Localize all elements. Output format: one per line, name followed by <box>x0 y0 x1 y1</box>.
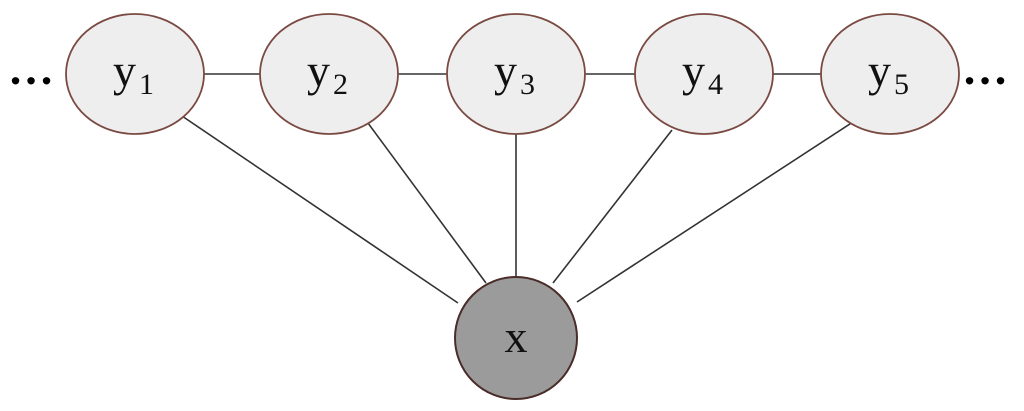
left-ellipsis: … <box>8 43 54 94</box>
observation-edge-y4 <box>552 129 673 284</box>
node-letter: y <box>682 45 705 96</box>
node-x: x <box>454 276 578 400</box>
node-letter: y <box>307 45 330 96</box>
observation-edge-y1 <box>181 115 459 304</box>
observation-edge-y2 <box>364 118 487 284</box>
node-subscript: 5 <box>894 68 909 101</box>
node-subscript: 3 <box>520 68 535 101</box>
node-subscript: 1 <box>139 68 154 101</box>
node-x-label: x <box>505 311 528 362</box>
node-letter: y <box>868 45 891 96</box>
node-y3-circle <box>446 13 586 135</box>
node-y4-circle <box>634 13 774 135</box>
node-y1-circle <box>65 13 205 135</box>
node-y2-circle <box>259 13 399 135</box>
right-ellipsis: … <box>962 43 1008 94</box>
node-letter: y <box>494 45 517 96</box>
node-x-circle <box>454 276 578 400</box>
observation-edge-y5 <box>576 119 857 303</box>
node-subscript: 2 <box>333 68 348 101</box>
node-y5-circle <box>820 13 960 135</box>
edges <box>181 73 857 304</box>
node-letter: y <box>113 45 136 96</box>
node-subscript: 4 <box>708 68 723 101</box>
